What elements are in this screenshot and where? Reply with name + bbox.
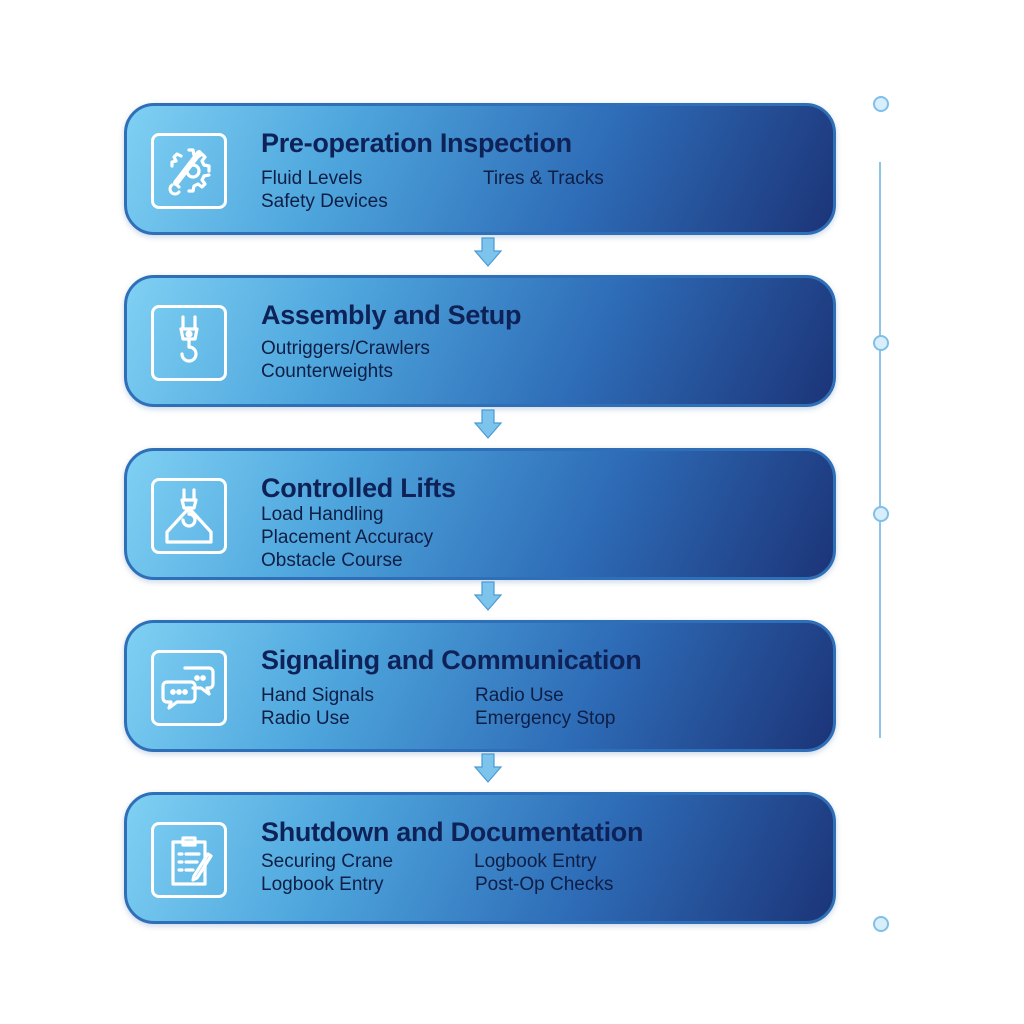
step-card-signaling-and-communication: Signaling and Communication Hand Signals… xyxy=(124,620,836,752)
step-item: Emergency Stop xyxy=(475,708,616,729)
step-item: Fluid Levels xyxy=(261,168,363,189)
step-item: Logbook Entry xyxy=(474,851,597,872)
flow-arrow-down-icon xyxy=(473,237,503,267)
step-title: Signaling and Communication xyxy=(261,645,642,675)
step-item: Post-Op Checks xyxy=(475,874,614,895)
step-item: Logbook Entry xyxy=(261,874,384,895)
step-item: Securing Crane xyxy=(261,851,394,872)
step-item: Radio Use xyxy=(475,685,564,706)
step-item: Tires & Tracks xyxy=(483,168,604,189)
step-title: Assembly and Setup xyxy=(261,300,522,330)
step-card-pre-operation-inspection: Pre-operation Inspection Fluid Levels Ti… xyxy=(124,103,836,235)
clipboard-pen-icon xyxy=(151,822,227,898)
step-card-controlled-lifts: Controlled Lifts Load Handling Placement… xyxy=(124,448,836,580)
flow-arrow-down-icon xyxy=(473,581,503,611)
rail-dot-4 xyxy=(873,916,889,932)
crane-hook-icon xyxy=(151,305,227,381)
flow-arrow-down-icon xyxy=(473,409,503,439)
wrench-gear-icon xyxy=(151,133,227,209)
chat-bubbles-icon xyxy=(151,650,227,726)
progress-rail-line xyxy=(879,162,881,738)
step-item: Radio Use xyxy=(261,708,350,729)
lifting-hook-icon xyxy=(151,478,227,554)
step-title: Pre-operation Inspection xyxy=(261,128,572,158)
step-item: Hand Signals xyxy=(261,685,375,706)
step-item: Safety Devices xyxy=(261,191,388,212)
step-card-assembly-and-setup: Assembly and Setup Outriggers/Crawlers C… xyxy=(124,275,836,407)
step-item: Counterweights xyxy=(261,361,394,382)
step-title: Shutdown and Documentation xyxy=(261,817,644,847)
rail-dot-2 xyxy=(873,335,889,351)
step-item: Load Handling xyxy=(261,504,384,525)
step-item: Obstacle Course xyxy=(261,550,403,571)
step-item: Outriggers/Crawlers xyxy=(261,338,430,359)
step-card-shutdown-and-documentation: Shutdown and Documentation Securing Cran… xyxy=(124,792,836,924)
step-title: Controlled Lifts xyxy=(261,473,456,503)
rail-dot-3 xyxy=(873,506,889,522)
flow-arrow-down-icon xyxy=(473,753,503,783)
step-item: Placement Accuracy xyxy=(261,527,434,548)
rail-dot-1 xyxy=(873,96,889,112)
